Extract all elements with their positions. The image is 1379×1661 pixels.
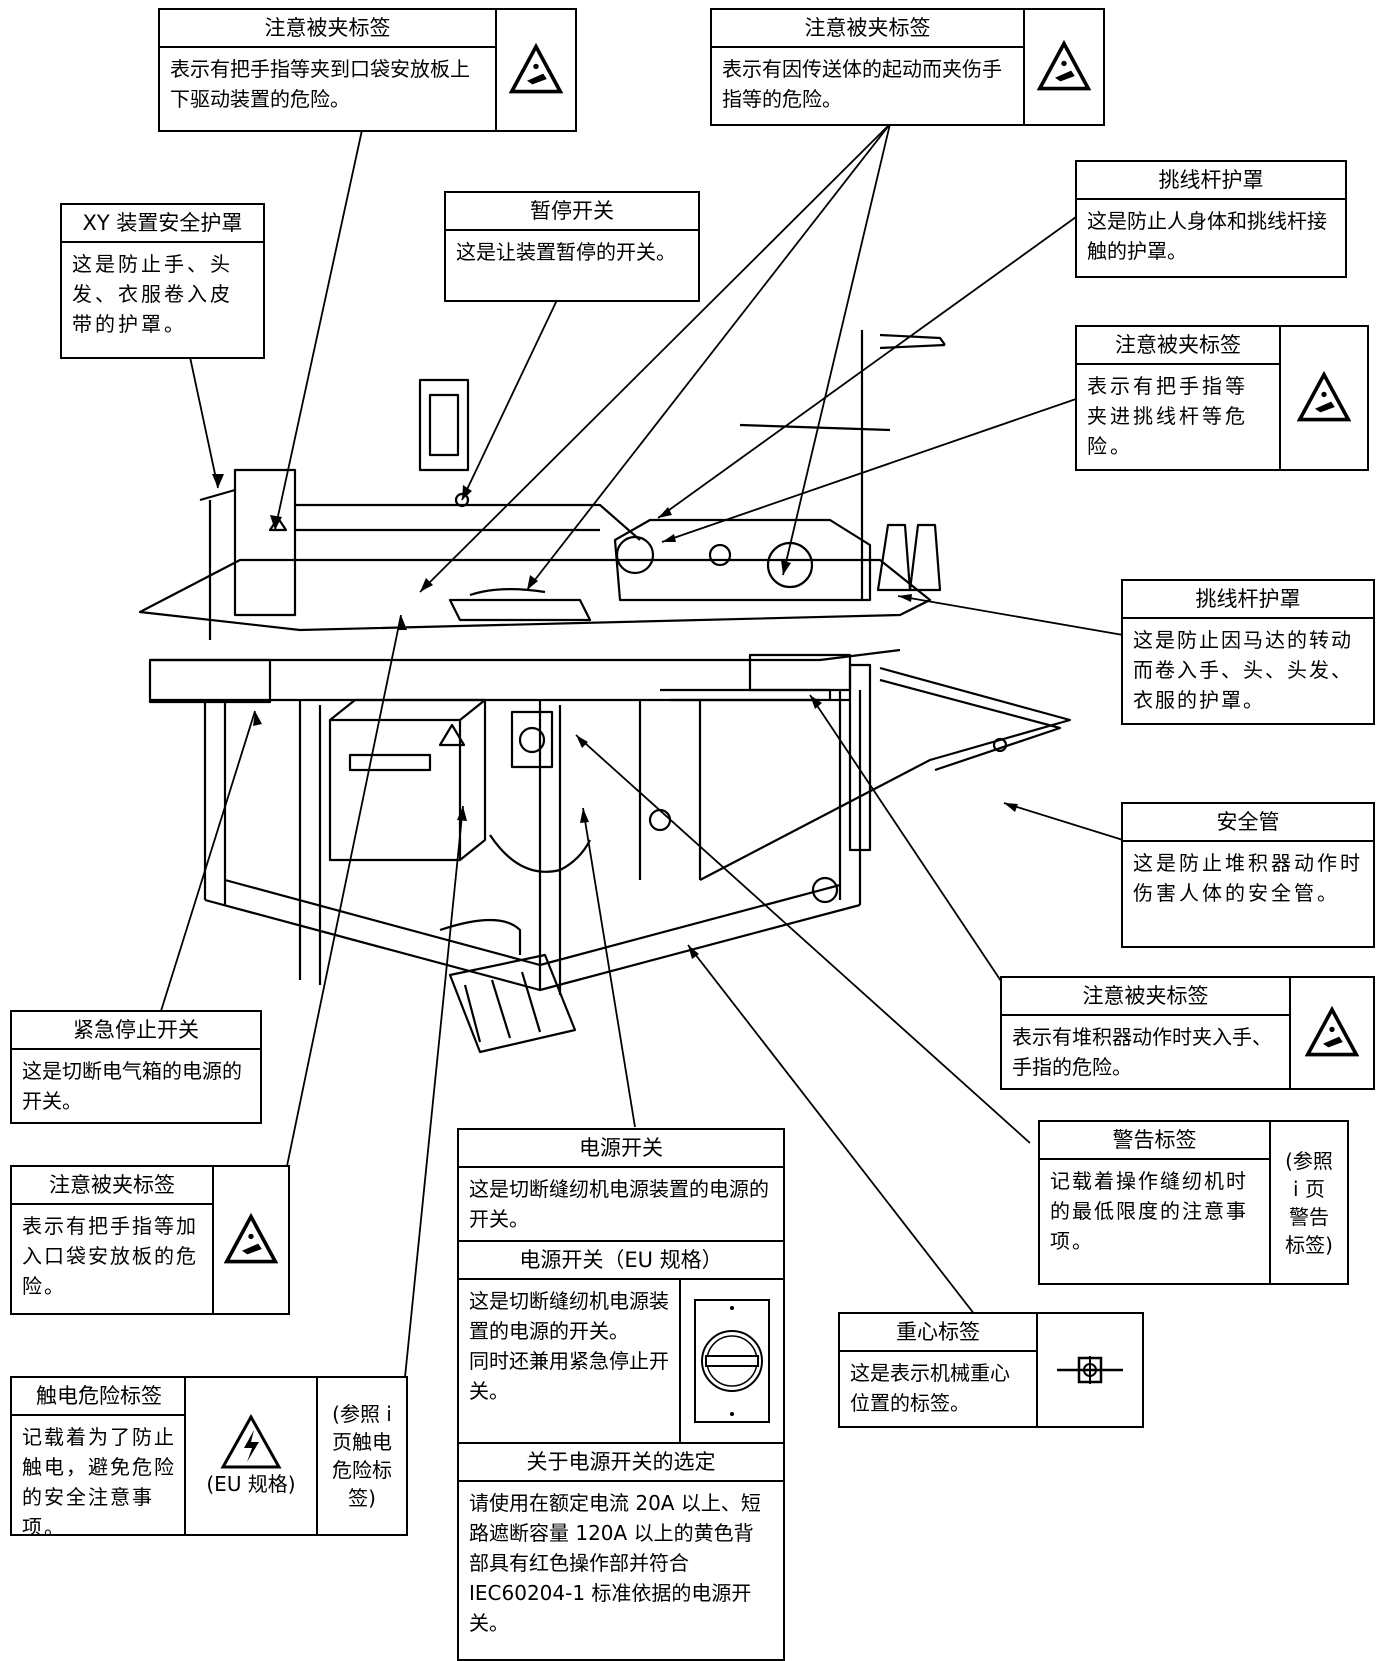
warning-label-reference: (参照 i 页 警告 标签) (1285, 1148, 1333, 1257)
callout-power-switch: 电源开关 这是切断缝纫机电源装置的电源的开关。 电源开关（EU 规格） 这是切断… (457, 1128, 785, 1661)
pinch-warning-icon-cell (495, 10, 575, 130)
callout-title: 注意被夹标签 (160, 10, 495, 48)
warning-label-ref-cell: (参照 i 页 警告 标签) (1269, 1122, 1347, 1283)
rotary-power-switch-icon (694, 1299, 770, 1423)
shock-icon-cell: (EU 规格) (184, 1378, 316, 1534)
pinch-warning-icon (1037, 40, 1091, 91)
callout-body: 表示有把手指等加入口袋安放板的危险。 (22, 1214, 198, 1298)
shock-ref-cell: (参照 i 页触电 危险标 签) (316, 1378, 406, 1534)
callout-title: 暂停开关 (446, 193, 698, 231)
callout-body: 表示有堆积器动作时夹入手、手指的危险。 (1012, 1025, 1272, 1079)
callout-pinch-pocket-plate: 注意被夹标签 表示有把手指等加入口袋安放板的危险。 (10, 1165, 290, 1315)
pinch-warning-icon-cell (1023, 10, 1103, 124)
callout-body: 这是让装置暂停的开关。 (456, 240, 676, 264)
power-switch-eu-title: 电源开关（EU 规格） (459, 1240, 783, 1280)
callout-body: 这是防止因马达的转动而卷入手、头、头发、衣服的护罩。 (1133, 628, 1353, 712)
callout-title: 警告标签 (1040, 1122, 1269, 1160)
eu-spec-note: (EU 规格) (206, 1472, 296, 1496)
callout-title: XY 装置安全护罩 (62, 205, 263, 243)
pinch-warning-icon (509, 43, 563, 94)
electric-shock-icon (220, 1414, 282, 1469)
callout-safety-pipe: 安全管 这是防止堆积器动作时伤害人体的安全管。 (1121, 802, 1375, 948)
callout-body: 这是表示机械重心位置的标签。 (850, 1361, 1010, 1415)
callout-body: 这是防止手、头发、衣服卷入皮带的护罩。 (72, 252, 233, 336)
pinch-warning-icon-cell (212, 1167, 288, 1313)
pinch-warning-icon (224, 1213, 278, 1264)
callout-body: 表示有把手指等夹到口袋安放板上下驱动装置的危险。 (170, 57, 470, 111)
callout-title: 安全管 (1123, 804, 1373, 842)
callout-title: 挑线杆护罩 (1077, 162, 1345, 200)
pinch-warning-icon (1305, 1006, 1359, 1057)
callout-body: 表示有因传送体的起动而夹伤手指等的危险。 (722, 57, 1002, 111)
callout-title: 注意被夹标签 (712, 10, 1023, 48)
shock-label-reference: (参照 i 页触电 危险标 签) (332, 1402, 392, 1510)
power-switch-select-body: 请使用在额定电流 20A 以上、短路遮断容量 120A 以上的黄色背部具有红色操… (469, 1491, 761, 1635)
callout-title: 挑线杆护罩 (1123, 581, 1373, 619)
callout-body: 这是切断缝纫机电源装置的电源的开关。 (469, 1177, 769, 1231)
power-switch-eu-body: 这是切断缝纫机电源装置的电源的开关。 同时还兼用紧急停止开关。 (469, 1289, 669, 1403)
callout-shock-hazard: 触电危险标签 记载着为了防止触电，避免危险的安全注意事项。 (EU 规格) (参… (10, 1376, 408, 1539)
callout-body: 记载着操作缝纫机时的最低限度的注意事项。 (1050, 1169, 1248, 1253)
callout-body: 这是防止人身体和挑线杆接触的护罩。 (1087, 209, 1327, 263)
center-gravity-icon-cell (1036, 1314, 1142, 1426)
callout-xy-cover: XY 装置安全护罩 这是防止手、头发、衣服卷入皮带的护罩。 (60, 203, 265, 359)
callout-body: 这是防止堆积器动作时伤害人体的安全管。 (1133, 851, 1363, 905)
pinch-warning-icon-cell (1289, 978, 1373, 1088)
callout-title: 注意被夹标签 (12, 1167, 212, 1205)
callout-emergency-stop: 紧急停止开关 这是切断电气箱的电源的开关。 (10, 1010, 262, 1124)
pinch-warning-icon-cell (1279, 327, 1367, 469)
callout-pinch-takeup: 注意被夹标签 表示有把手指等夹进挑线杆等危险。 (1075, 325, 1369, 471)
callout-takeup-cover-1: 挑线杆护罩 这是防止人身体和挑线杆接触的护罩。 (1075, 160, 1347, 278)
callout-body: 这是切断电气箱的电源的开关。 (22, 1059, 242, 1113)
power-switch-select-title: 关于电源开关的选定 (459, 1442, 783, 1482)
callout-title: 注意被夹标签 (1077, 327, 1279, 365)
callout-takeup-cover-2: 挑线杆护罩 这是防止因马达的转动而卷入手、头、头发、衣服的护罩。 (1121, 579, 1375, 725)
power-switch-icon-cell (679, 1280, 783, 1442)
callout-title: 触电危险标签 (12, 1378, 186, 1416)
callout-pinch-pocket-drive: 注意被夹标签 表示有把手指等夹到口袋安放板上下驱动装置的危险。 (158, 8, 577, 132)
callout-pause-switch: 暂停开关 这是让装置暂停的开关。 (444, 191, 700, 302)
pinch-warning-icon (1297, 371, 1351, 422)
callout-title: 重心标签 (840, 1314, 1036, 1352)
center-of-gravity-icon (1057, 1356, 1123, 1384)
callout-title: 紧急停止开关 (12, 1012, 260, 1050)
callout-body: 记载着为了防止触电，避免危险的安全注意事项。 (22, 1425, 176, 1539)
callout-title: 电源开关 (459, 1130, 783, 1168)
callout-warning-label: 警告标签 记载着操作缝纫机时的最低限度的注意事项。 (参照 i 页 警告 标签) (1038, 1120, 1349, 1285)
callout-center-gravity: 重心标签 这是表示机械重心位置的标签。 (838, 1312, 1144, 1428)
callout-pinch-stacker: 注意被夹标签 表示有堆积器动作时夹入手、手指的危险。 (1000, 976, 1375, 1090)
callout-title: 注意被夹标签 (1002, 978, 1289, 1016)
callout-body: 表示有把手指等夹进挑线杆等危险。 (1087, 374, 1248, 458)
callout-pinch-conveyor: 注意被夹标签 表示有因传送体的起动而夹伤手指等的危险。 (710, 8, 1105, 126)
